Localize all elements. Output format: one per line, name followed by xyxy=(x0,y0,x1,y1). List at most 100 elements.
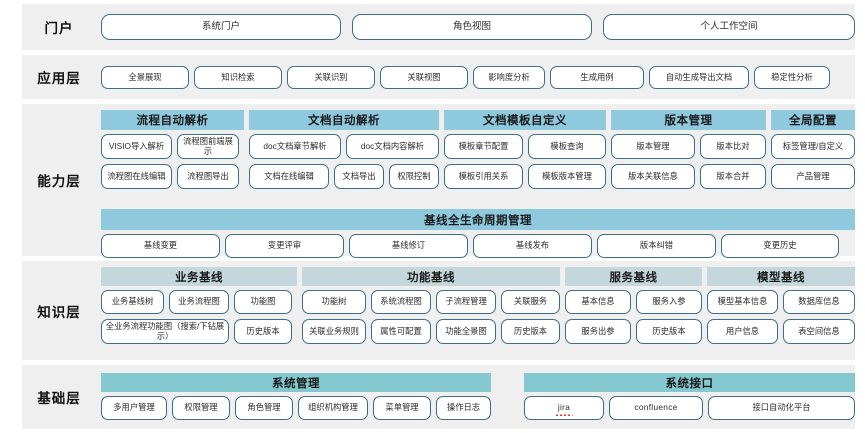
layer-capability-label: 能力层 xyxy=(37,174,81,189)
know-item-属性可配置[interactable]: 属性可配置 xyxy=(371,319,431,344)
know-item-表空间信息[interactable]: 表空间信息 xyxy=(783,319,855,344)
app-item-全景展现[interactable]: 全景展现 xyxy=(101,66,189,89)
capability-lifecycle: 基线全生命周期管理 基线变更 变更评审 基线修订 基线发布 版本纠错 变更历史 xyxy=(101,209,855,258)
cap-item-doc文档内容解析[interactable]: doc文档内容解析 xyxy=(346,134,439,159)
knowledge-row: 用户信息 表空间信息 xyxy=(707,319,855,344)
lifecycle-item-基线发布[interactable]: 基线发布 xyxy=(473,234,592,258)
capability-group-header-版本管理: 版本管理 xyxy=(611,110,766,130)
app-item-生成用例[interactable]: 生成用例 xyxy=(550,66,644,89)
cap-item-版本关联信息[interactable]: 版本关联信息 xyxy=(611,164,695,189)
app-item-关联识别[interactable]: 关联识别 xyxy=(287,66,375,89)
cap-item-VISIO导入解析[interactable]: VISIO导入解析 xyxy=(101,134,172,159)
know-item-关联业务规则[interactable]: 关联业务规则 xyxy=(302,319,366,344)
capability-row: 标签管理/自定义 xyxy=(771,134,855,159)
know-item-数据库信息[interactable]: 数据库信息 xyxy=(783,290,855,314)
know-item-子流程管理[interactable]: 子流程管理 xyxy=(436,290,496,314)
portal-item-系统门户[interactable]: 系统门户 xyxy=(101,14,341,40)
know-item-历史版本[interactable]: 历史版本 xyxy=(501,319,560,344)
cap-item-模板版本管理[interactable]: 模板版本管理 xyxy=(528,164,606,189)
layer-portal-label: 门户 xyxy=(44,21,74,36)
capability-row: 模板章节配置 模板查询 xyxy=(444,134,606,159)
know-item-功能全景图[interactable]: 功能全景图 xyxy=(436,319,496,344)
portal-item-个人工作空间[interactable]: 个人工作空间 xyxy=(603,14,855,40)
capability-group-文档自动解析: 文档自动解析 doc文档章节解析 doc文档内容解析 文档在线编辑 文档导出 权… xyxy=(249,110,439,189)
know-item-系统流程图[interactable]: 系统流程图 xyxy=(371,290,431,314)
capability-row: 模板引用关系 模板版本管理 xyxy=(444,164,606,189)
base-item-组织机构管理[interactable]: 组织机构管理 xyxy=(298,396,368,420)
knowledge-group-模型基线: 模型基线 模型基本信息 数据库信息 用户信息 表空间信息 xyxy=(707,267,855,344)
capability-row: 版本关联信息 版本合并 xyxy=(611,164,766,189)
lifecycle-item-版本纠错[interactable]: 版本纠错 xyxy=(597,234,716,258)
base-item-confluence[interactable]: confluence xyxy=(609,396,703,420)
lifecycle-item-变更评审[interactable]: 变更评审 xyxy=(225,234,344,258)
capability-group-版本管理: 版本管理 版本管理 版本比对 版本关联信息 版本合并 xyxy=(611,110,766,189)
know-item-功能图[interactable]: 功能图 xyxy=(234,290,292,314)
app-item-关联视图[interactable]: 关联视图 xyxy=(380,66,468,89)
know-item-业务流程图[interactable]: 业务流程图 xyxy=(169,290,229,314)
know-item-历史版本[interactable]: 历史版本 xyxy=(636,319,702,344)
lifecycle-item-变更历史[interactable]: 变更历史 xyxy=(721,234,839,258)
cap-item-模板引用关系[interactable]: 模板引用关系 xyxy=(444,164,523,189)
base-item-操作日志[interactable]: 操作日志 xyxy=(436,396,491,420)
layer-capability-body: 流程自动解析 VISIO导入解析 流程图前端展示 流程图在线编辑 流程图导出 文… xyxy=(96,104,855,258)
cap-item-版本合并[interactable]: 版本合并 xyxy=(700,164,766,189)
capability-group-header-文档模板自定义: 文档模板自定义 xyxy=(444,110,606,130)
lifecycle-item-基线变更[interactable]: 基线变更 xyxy=(101,234,220,258)
base-item-多用户管理[interactable]: 多用户管理 xyxy=(101,396,167,420)
cap-item-流程图导出[interactable]: 流程图导出 xyxy=(177,164,239,189)
cap-item-版本管理[interactable]: 版本管理 xyxy=(611,134,695,159)
base-row: 多用户管理 权限管理 角色管理 组织机构管理 菜单管理 操作日志 xyxy=(101,396,491,420)
app-item-稳定性分析[interactable]: 稳定性分析 xyxy=(754,66,830,89)
capability-row: doc文档章节解析 doc文档内容解析 xyxy=(249,134,439,159)
knowledge-row: 基本信息 服务入参 xyxy=(565,290,702,314)
portal-item-角色视图[interactable]: 角色视图 xyxy=(352,14,592,40)
know-item-服务入参[interactable]: 服务入参 xyxy=(636,290,702,314)
knowledge-row: 全业务流程功能图（搜索/下钻展示） 历史版本 xyxy=(101,319,292,344)
layer-base: 基础层 系统管理 多用户管理 权限管理 角色管理 组织机构管理 菜单管理 操作日… xyxy=(22,365,855,429)
app-item-自动生成导出文档[interactable]: 自动生成导出文档 xyxy=(649,66,749,89)
cap-item-权限控制[interactable]: 权限控制 xyxy=(389,164,439,189)
knowledge-group-header-模型基线: 模型基线 xyxy=(707,267,855,286)
capability-row: 产品管理 xyxy=(771,164,855,189)
layer-base-body: 系统管理 多用户管理 权限管理 角色管理 组织机构管理 菜单管理 操作日志 系统… xyxy=(96,365,855,429)
knowledge-row: 业务基线树 业务流程图 功能图 xyxy=(101,290,292,314)
layer-knowledge: 知识层 业务基线 业务基线树 业务流程图 功能图 全业务流程功能图（搜索/下钻展… xyxy=(22,261,855,360)
base-item-接口自动化平台[interactable]: 接口自动化平台 xyxy=(708,396,855,420)
base-item-角色管理[interactable]: 角色管理 xyxy=(235,396,293,420)
know-item-全业务流程功能图[interactable]: 全业务流程功能图（搜索/下钻展示） xyxy=(101,319,229,344)
app-item-影响度分析[interactable]: 影响度分析 xyxy=(473,66,545,89)
app-item-知识检索[interactable]: 知识检索 xyxy=(194,66,282,89)
cap-item-流程图在线编辑[interactable]: 流程图在线编辑 xyxy=(101,164,172,189)
cap-item-模板查询[interactable]: 模板查询 xyxy=(528,134,606,159)
lifecycle-item-基线修订[interactable]: 基线修订 xyxy=(349,234,468,258)
base-item-菜单管理[interactable]: 菜单管理 xyxy=(373,396,431,420)
know-item-功能树[interactable]: 功能树 xyxy=(302,290,366,314)
cap-item-文档在线编辑[interactable]: 文档在线编辑 xyxy=(249,164,329,189)
know-item-服务出参[interactable]: 服务出参 xyxy=(565,319,631,344)
layer-knowledge-body: 业务基线 业务基线树 业务流程图 功能图 全业务流程功能图（搜索/下钻展示） 历… xyxy=(96,261,855,360)
cap-item-模板章节配置[interactable]: 模板章节配置 xyxy=(444,134,523,159)
cap-item-产品管理[interactable]: 产品管理 xyxy=(771,164,855,189)
cap-item-流程图前端展示[interactable]: 流程图前端展示 xyxy=(177,134,239,159)
know-item-业务基线树[interactable]: 业务基线树 xyxy=(101,290,164,314)
base-item-jira[interactable]: jira xyxy=(524,396,604,420)
knowledge-group-header-功能基线: 功能基线 xyxy=(302,267,560,286)
know-item-历史版本[interactable]: 历史版本 xyxy=(234,319,292,344)
layer-portal: 门户 系统门户 角色视图 个人工作空间 xyxy=(22,4,855,50)
base-item-权限管理[interactable]: 权限管理 xyxy=(172,396,230,420)
knowledge-group-服务基线: 服务基线 基本信息 服务入参 服务出参 历史版本 xyxy=(565,267,702,344)
cap-item-标签管理-自定义[interactable]: 标签管理/自定义 xyxy=(771,134,855,159)
cap-item-版本比对[interactable]: 版本比对 xyxy=(700,134,766,159)
knowledge-row: 模型基本信息 数据库信息 xyxy=(707,290,855,314)
base-group-系统接口: 系统接口 jira confluence 接口自动化平台 xyxy=(524,373,855,420)
knowledge-row: 关联业务规则 属性可配置 功能全景图 历史版本 xyxy=(302,319,560,344)
layer-application: 应用层 全景展现 知识检索 关联识别 关联视图 影响度分析 生成用例 自动生成导… xyxy=(22,55,855,99)
know-item-模型基本信息[interactable]: 模型基本信息 xyxy=(707,290,778,314)
know-item-用户信息[interactable]: 用户信息 xyxy=(707,319,778,344)
cap-item-文档导出[interactable]: 文档导出 xyxy=(334,164,384,189)
know-item-基本信息[interactable]: 基本信息 xyxy=(565,290,631,314)
cap-item-doc文档章节解析[interactable]: doc文档章节解析 xyxy=(249,134,341,159)
capability-group-文档模板自定义: 文档模板自定义 模板章节配置 模板查询 模板引用关系 模板版本管理 xyxy=(444,110,606,189)
know-item-关联服务[interactable]: 关联服务 xyxy=(501,290,560,314)
